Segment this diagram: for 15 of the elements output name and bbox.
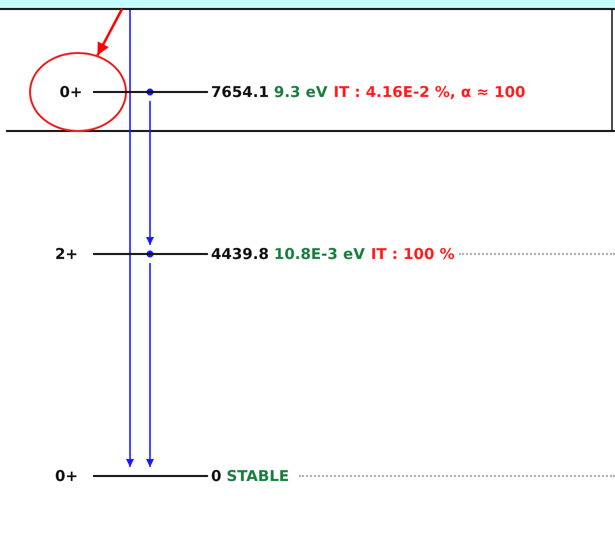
spin-parity-label: 0+ xyxy=(55,467,80,485)
spin-parity-label: 0+ xyxy=(59,83,82,101)
energy-value: 4439.8 xyxy=(211,245,269,263)
transition-arrow xyxy=(146,101,154,245)
decay-mode: IT : 4.16E-2 %, α ≈ 100 xyxy=(333,83,526,101)
level-width: STABLE xyxy=(226,467,290,485)
energy-value: 0 xyxy=(211,467,222,485)
level-width: 9.3 eV xyxy=(274,83,328,101)
level-width: 10.8E-3 eV xyxy=(274,245,365,263)
energy-value: 7654.1 xyxy=(211,83,269,101)
arrow xyxy=(126,10,134,467)
spin-parity-label: 2+ xyxy=(55,245,80,263)
transition-arrow xyxy=(146,263,154,467)
decay-mode: IT : 100 % xyxy=(370,245,455,263)
arrow xyxy=(96,8,124,56)
